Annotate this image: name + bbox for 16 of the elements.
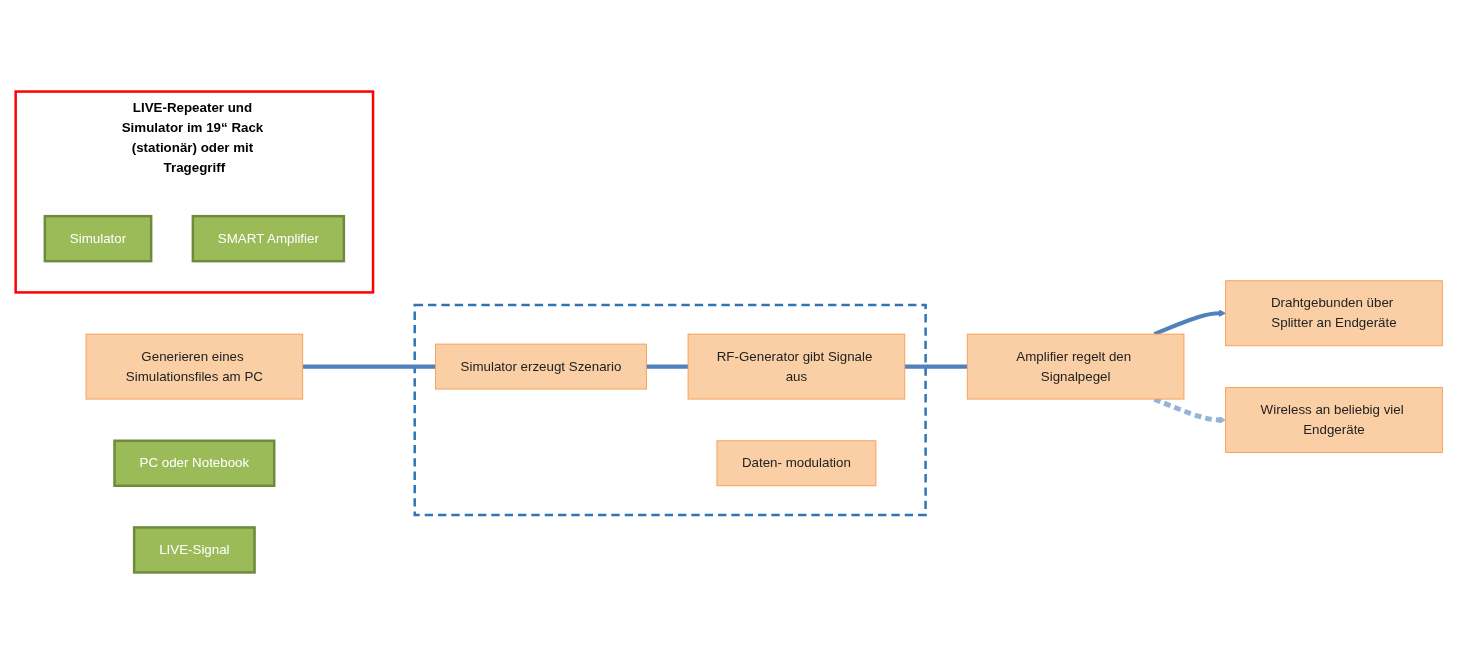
arrow [1153, 309, 1226, 336]
node-box: Drahtgebunden über Splitter an Endgeräte [1224, 280, 1443, 347]
node-box: LIVE-Signal [132, 526, 256, 574]
connector [302, 364, 436, 369]
node-box: Amplifier regelt den Signalpegel [966, 333, 1184, 400]
node-box: Simulator erzeugt Szenario [434, 343, 647, 390]
node-box: Simulator [43, 214, 152, 263]
connector [904, 364, 967, 369]
node-box: PC oder Notebook [112, 439, 275, 487]
node-box: SMART Amplifier [191, 214, 345, 263]
node-box: Generieren eines Simulationsfiles am PC [85, 333, 303, 400]
node-box: RF-Generator gibt Signale aus [687, 333, 905, 400]
cluster [412, 303, 927, 517]
node-box: Daten- modulation [716, 440, 876, 487]
connector [645, 364, 688, 369]
node-box: Wireless an beliebig viel Endgeräte [1224, 387, 1443, 453]
